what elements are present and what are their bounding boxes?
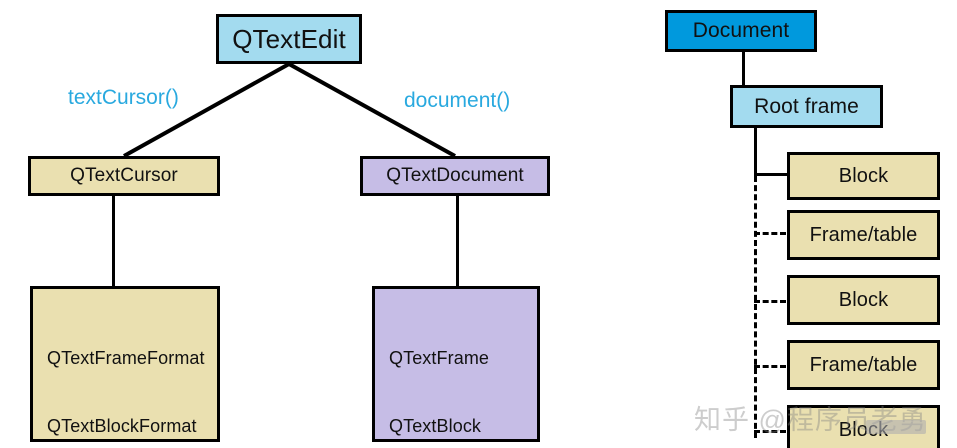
node-qtextedit[interactable]: QTextEdit — [216, 14, 362, 64]
node-block-1[interactable]: Block — [787, 152, 940, 200]
node-qtextcursor[interactable]: QTextCursor — [28, 156, 220, 196]
connector-document-to-root-frame — [742, 52, 745, 85]
part-line: QTextFrame — [389, 348, 490, 368]
format-line: QTextFrameFormat — [47, 348, 205, 368]
connector-document-to-parts — [456, 196, 459, 286]
edge-label-text-cursor: textCursor() — [68, 86, 179, 109]
dashed-stub-frame-table-1 — [754, 232, 786, 235]
node-block-3[interactable]: Block — [787, 405, 940, 448]
node-qtextcursor-formats[interactable]: QTextFrameFormat QTextBlockFormat QTextT… — [30, 286, 220, 442]
node-qtextdocument-parts[interactable]: QTextFrame QTextBlock QTextTable QTextLi… — [372, 286, 540, 442]
node-root-frame[interactable]: Root frame — [730, 85, 883, 128]
part-line: QTextBlock — [389, 416, 482, 437]
connector-root-frame-to-block-1 — [754, 173, 789, 176]
format-line: QTextBlockFormat — [47, 416, 197, 437]
node-frame-table-1[interactable]: Frame/table — [787, 210, 940, 260]
dashed-stub-block-2 — [754, 300, 786, 303]
connector-cursor-to-formats — [112, 196, 115, 286]
dashed-spine — [754, 176, 757, 438]
node-frame-table-2[interactable]: Frame/table — [787, 340, 940, 390]
edge-label-document: document() — [404, 89, 511, 112]
node-block-2[interactable]: Block — [787, 275, 940, 325]
dashed-stub-block-3 — [754, 430, 786, 433]
dashed-stub-frame-table-2 — [754, 365, 786, 368]
node-qtextdocument[interactable]: QTextDocument — [360, 156, 550, 196]
node-document[interactable]: Document — [665, 10, 817, 52]
connector-root-frame-spine — [754, 128, 757, 176]
